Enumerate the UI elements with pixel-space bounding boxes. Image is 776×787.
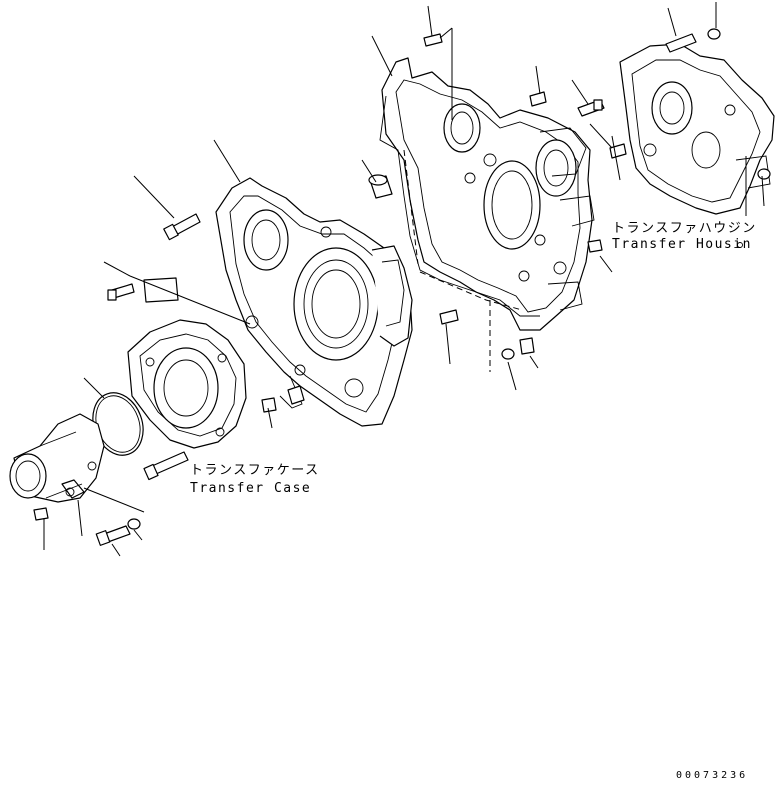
- plug-bottom-center: [501, 348, 515, 360]
- bolt-upper-left: [163, 213, 201, 241]
- transfer-case: [215, 177, 413, 427]
- plug-case: [261, 397, 277, 413]
- label-transfer-housing-en: Transfer Housin: [612, 237, 752, 252]
- bolt-transfer-case: [143, 451, 189, 481]
- drawing-number: 00073236: [676, 770, 748, 781]
- bolt-cover-top: [665, 33, 697, 53]
- bolt-housing-right: [577, 99, 605, 117]
- label-transfer-case-jp: トランスファケース: [190, 463, 320, 478]
- small-nut-left: [33, 507, 49, 521]
- label-transfer-case-en: Transfer Case: [190, 481, 311, 496]
- plug-cover-right: [757, 168, 771, 180]
- label-transfer-housing-jp: トランスファハウジン: [612, 221, 757, 236]
- housing-label-mark: [737, 242, 743, 248]
- housing-gasket: [379, 95, 540, 372]
- housing-rear-cover: [619, 43, 775, 215]
- pin-cover-top: [707, 28, 721, 40]
- plug-housing-low: [587, 239, 603, 253]
- drain-plug: [519, 337, 535, 355]
- transfer-housing-main: [381, 57, 595, 331]
- bracket-case: [287, 385, 305, 405]
- plug-housing-top: [529, 91, 547, 107]
- dowel-pin-top: [423, 33, 443, 47]
- dowel-pin-bottom: [439, 309, 459, 325]
- label-transfer-case: トランスファケース Transfer Case: [190, 463, 320, 496]
- label-transfer-housing: トランスファハウジン Transfer Housin: [612, 221, 757, 252]
- plug-housing-right: [609, 143, 627, 159]
- output-cover: [127, 319, 247, 449]
- bushing: [368, 174, 393, 199]
- leader-lines: [43, 2, 765, 557]
- bolt-plate: [107, 277, 179, 303]
- bolt-flange: [95, 518, 141, 546]
- flange-sleeve: [9, 413, 105, 503]
